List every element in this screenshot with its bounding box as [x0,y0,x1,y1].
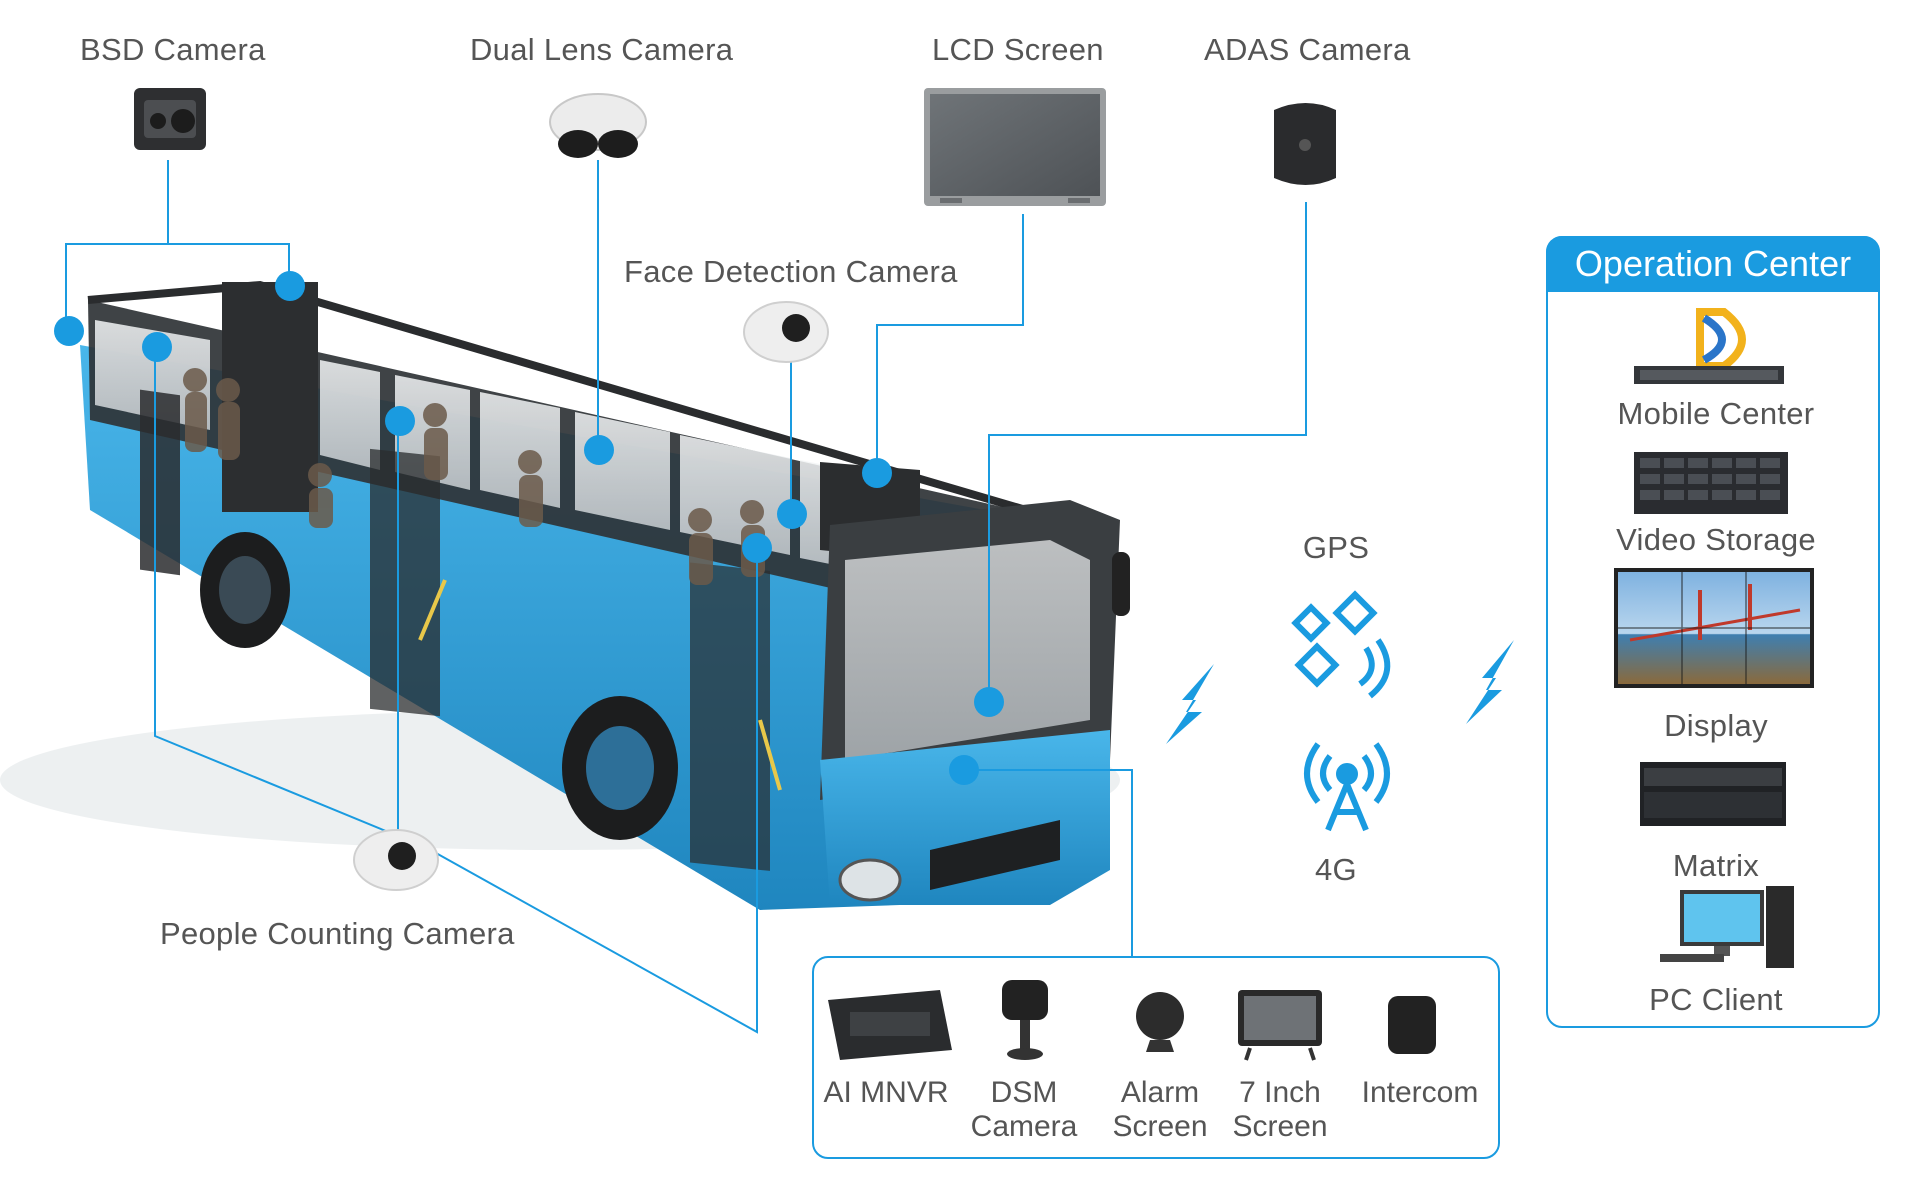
device-label-dsm-camera: DSM Camera [971,1076,1078,1144]
bus-illustration [0,280,1130,910]
device-line2: Camera [970,1110,1078,1143]
device-line1: 7 Inch [1239,1076,1321,1109]
onboard-devices-panel [812,956,1500,1159]
operation-center-panel [1546,236,1880,1028]
device-line1: AI MNVR [823,1076,949,1109]
face-detection-camera-label: Face Detection Camera [624,254,958,289]
bsd-camera-label: BSD Camera [80,32,266,67]
face-detection-camera-icon [743,301,829,363]
oc-item-mobile-center: Mobile Center [1617,396,1815,431]
dual-lens-camera-label: Dual Lens Camera [470,32,734,67]
device-label-ai-mnvr: AI MNVR [823,1076,948,1110]
seven-inch-screen-icon [1238,990,1322,1061]
lightning-bolt-icon-left [1166,664,1214,744]
video-storage-icon [1634,452,1788,514]
people-counting-camera-icon [353,829,439,891]
alarm-screen-icon [1136,992,1184,1052]
lightning-bolt-icon-right [1466,640,1514,724]
operation-center-title: Operation Center [1546,236,1880,292]
dual-lens-camera-icon [549,93,647,158]
device-line1: DSM [990,1076,1058,1109]
oc-item-matrix: Matrix [1672,848,1760,883]
display-video-wall-icon [1614,568,1814,688]
mobile-center-server-icon [1634,308,1784,384]
people-counting-camera-label: People Counting Camera [160,916,515,951]
device-label-intercom: Intercom [1362,1076,1479,1110]
oc-item-video-storage: Video Storage [1616,522,1816,557]
ai-mnvr-icon [828,990,952,1060]
cellular-tower-icon [1304,742,1390,832]
device-label-seven-inch-screen: 7 Inch Screen [1232,1076,1327,1144]
device-line1: Alarm [1120,1076,1200,1109]
intercom-icon [1388,996,1436,1054]
pc-client-icon [1660,886,1794,968]
device-label-alarm-screen: Alarm Screen [1112,1076,1207,1144]
oc-item-pc-client: PC Client [1649,982,1783,1017]
bsd-camera-icon [134,88,206,150]
cellular-label: 4G [1315,852,1357,887]
lcd-screen-icon [924,88,1106,206]
dsm-camera-icon [1002,980,1048,1060]
device-line1: Intercom [1361,1076,1479,1109]
gps-satellite-icon [1291,590,1391,699]
bus-wheels [200,532,678,840]
adas-camera-label: ADAS Camera [1204,32,1411,67]
device-line2: Screen [1232,1110,1328,1143]
adas-camera-icon [1274,103,1336,185]
matrix-chassis-icon [1640,762,1786,826]
device-line2: Screen [1112,1110,1208,1143]
lcd-screen-label: LCD Screen [932,32,1104,67]
oc-item-display: Display [1664,708,1768,743]
connector-dots [54,271,1004,785]
gps-label: GPS [1302,530,1370,565]
